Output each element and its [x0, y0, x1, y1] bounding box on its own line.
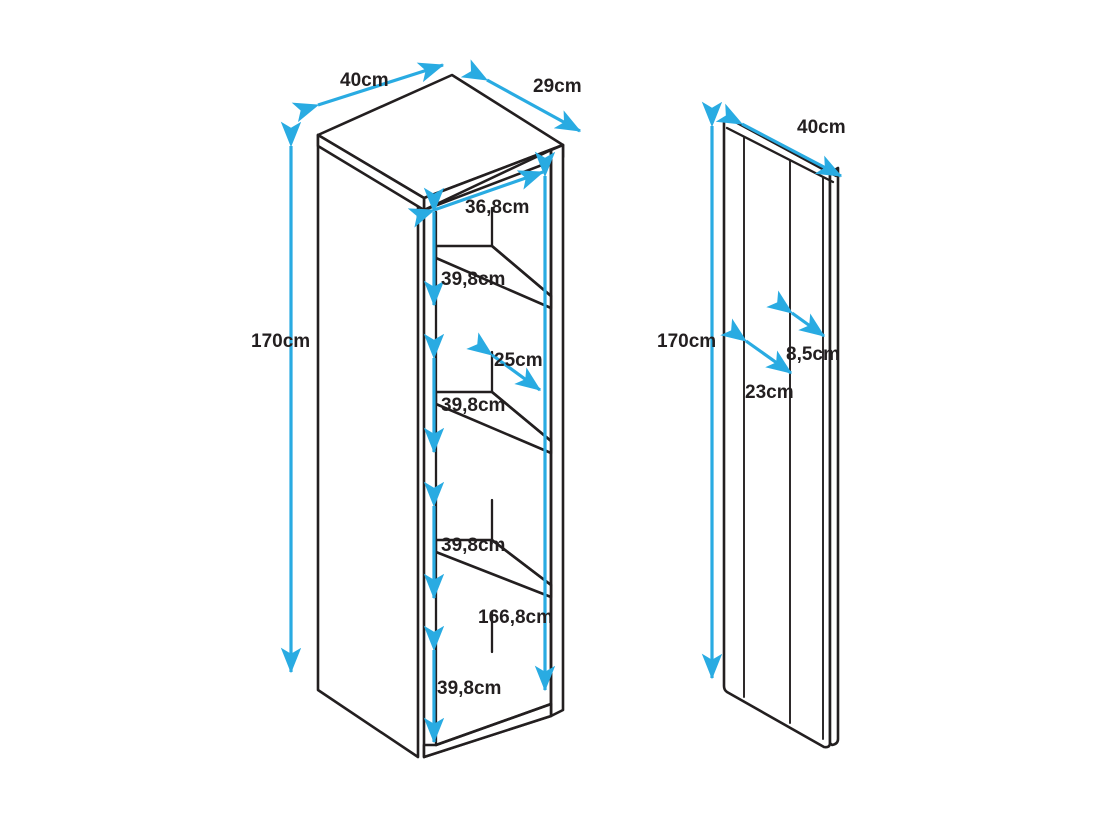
label-groove-wide: 23cm — [745, 382, 794, 403]
arrow-inner-depth — [466, 332, 542, 392]
label-inner-width: 36,8cm — [465, 197, 529, 218]
label-shelf-gap-1: 39,8cm — [441, 269, 505, 290]
label-body-depth: 29cm — [533, 76, 582, 97]
label-body-height: 170cm — [251, 331, 310, 352]
arrow-body-depth — [460, 59, 582, 133]
door-front-face — [722, 117, 832, 749]
label-door-height: 170cm — [657, 331, 716, 352]
cabinet-body-view: 40cm 29cm 170cm 36,8cm 39,8cm 39,8cm 39,… — [251, 59, 582, 759]
cabinet-dimension-arrows — [280, 59, 582, 744]
label-shelf-gap-2: 39,8cm — [441, 395, 505, 416]
cabinet-right-side-panel — [422, 143, 565, 759]
cabinet-bottom-panel — [422, 702, 553, 759]
label-body-width: 40cm — [340, 70, 389, 91]
label-groove-narrow: 8,5cm — [786, 344, 840, 365]
arrow-door-width — [715, 103, 843, 178]
label-inner-depth: 25cm — [494, 350, 543, 371]
arrow-inner-width — [407, 170, 545, 228]
label-shelf-gap-3: 39,8cm — [441, 535, 505, 556]
label-shelf-gap-4: 39,8cm — [437, 678, 501, 699]
arrow-body-width — [291, 62, 445, 123]
door-panel-view: 170cm 40cm 23cm 8,5cm — [657, 101, 846, 749]
door-dimension-arrows — [701, 101, 843, 680]
cabinet-left-side-panel — [316, 133, 420, 759]
label-inner-height: 166,8cm — [478, 607, 553, 628]
arrow-groove-narrow — [766, 290, 826, 338]
arrow-groove-wide — [720, 318, 793, 375]
door-side-edge — [828, 166, 840, 747]
door-groove-lines — [743, 136, 824, 740]
label-door-width: 40cm — [797, 117, 846, 138]
